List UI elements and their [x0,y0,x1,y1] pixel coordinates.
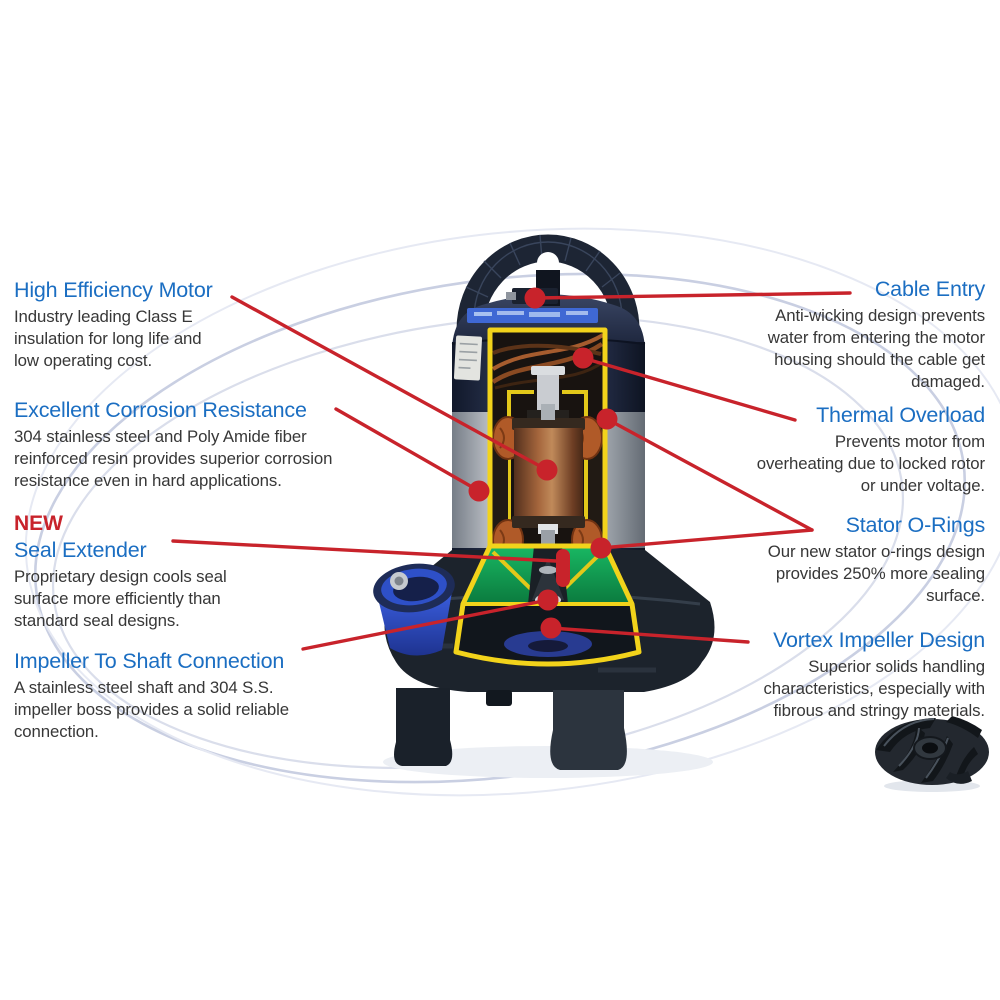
leader-high-efficiency-motor [230,295,549,472]
marker-thermal-overload [572,347,594,369]
callout-heading: Impeller To Shaft Connection [14,649,285,673]
leader-thermal-overload [581,356,797,422]
callout-leader-lines [171,291,852,651]
leader-corrosion-resistance [334,407,481,493]
spec-label [453,335,483,381]
callout-stator-orings: Stator O-Rings Our new stator o-rings de… [713,513,985,607]
marker-impeller-shaft [537,589,559,611]
callout-body: Superior solids handling characteristics… [763,656,985,720]
leader-seal-extender [171,539,558,563]
marker-stator-oring-lower [590,537,612,559]
marker-cable-entry [524,287,546,309]
vortex-impeller-image [875,716,989,792]
pump-shadow [383,746,713,778]
callout-heading: High Efficiency Motor [14,278,213,302]
discharge-port [373,563,455,656]
callout-body: 304 stainless steel and Poly Amide fiber… [14,426,333,490]
leader-cable-entry [533,291,852,300]
leader-stator-orings-upper [605,417,814,532]
handle-hole [537,252,559,274]
leader-vortex-impeller [549,626,750,644]
callout-body: Our new stator o-rings design provides 2… [767,541,985,605]
callout-body: Anti-wicking design prevents water from … [767,305,985,391]
leader-stator-orings-lower [599,528,814,550]
callout-body: Proprietary design cools seal surface mo… [14,566,227,630]
new-badge: NEW [14,512,63,535]
callout-cable-entry: Cable Entry Anti-wicking design prevents… [713,277,985,393]
callout-impeller-shaft-connection: Impeller To Shaft Connection A stainless… [14,649,394,743]
pump-handle [456,234,640,344]
marker-seal-extender [556,549,570,587]
callout-heading: Excellent Corrosion Resistance [14,398,307,422]
marker-high-efficiency-motor [536,459,558,481]
marker-corrosion-resistance [468,480,490,502]
callout-body: A stainless steel shaft and 304 S.S. imp… [14,677,289,741]
callout-thermal-overload: Thermal Overload Prevents motor from ove… [713,403,985,497]
callout-high-efficiency-motor: High Efficiency Motor Industry leading C… [14,278,394,372]
callout-heading: Stator O-Rings [845,513,986,537]
callout-corrosion-resistance: Excellent Corrosion Resistance 304 stain… [14,398,394,492]
callout-vortex-impeller-design: Vortex Impeller Design Superior solids h… [713,628,985,722]
callout-body: Industry leading Class E insulation for … [14,306,202,370]
callout-seal-extender: NEW Seal Extender Proprietary design coo… [14,512,394,632]
callout-heading: Cable Entry [874,277,985,301]
marker-stator-oring-upper [596,408,618,430]
leader-impeller-shaft [301,598,550,651]
product-label-sticker [467,308,598,323]
callout-body: Prevents motor from overheating due to l… [756,431,985,495]
callout-markers [468,287,618,639]
pump-cutaway-illustration [373,234,715,778]
callout-heading: Seal Extender [14,538,147,563]
callout-heading: Thermal Overload [816,403,985,427]
marker-vortex-impeller [540,617,562,639]
stator-frame [507,390,588,540]
callout-heading: Vortex Impeller Design [773,628,985,652]
